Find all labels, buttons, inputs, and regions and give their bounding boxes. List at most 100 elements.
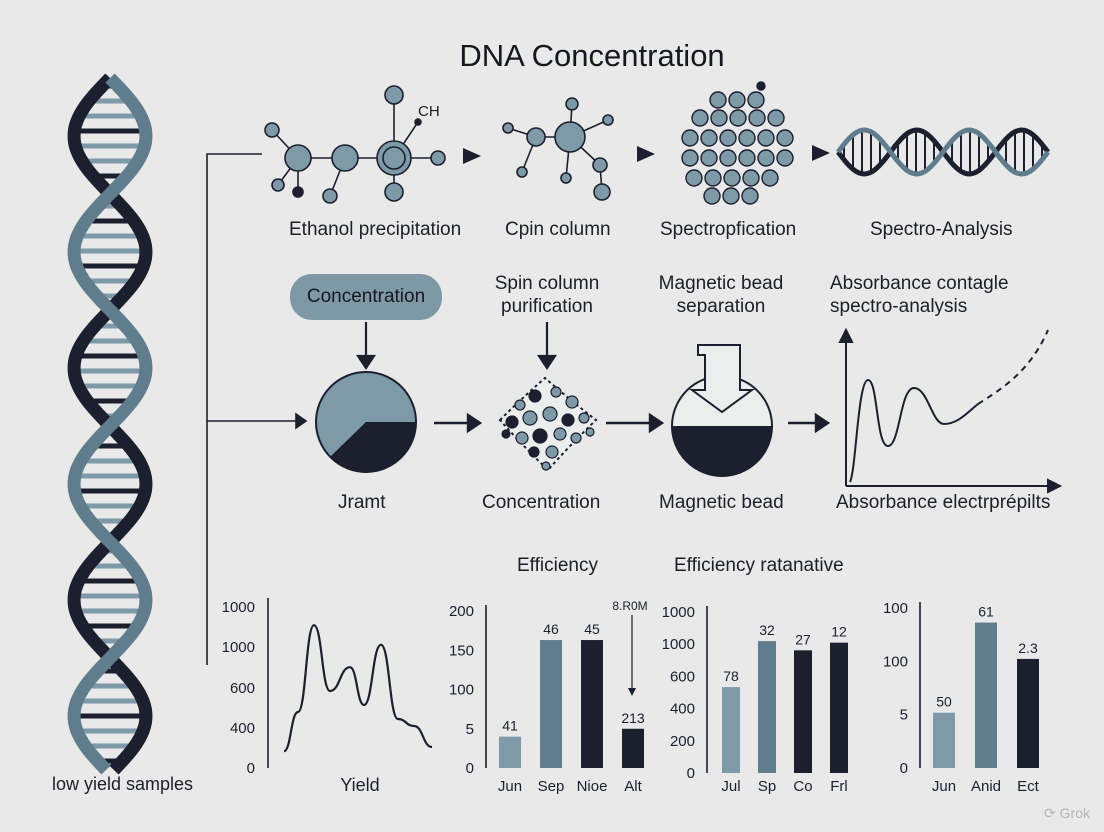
bead (757, 129, 775, 147)
absorbance-header: Absorbance contagle spectro-analysis (830, 273, 1009, 317)
molecule-column-icon (502, 97, 614, 201)
x-tick-label: Jun (932, 778, 956, 795)
bead (700, 149, 718, 167)
column-bead (532, 428, 548, 444)
y-tick-label: 0 (900, 760, 908, 777)
x-tick-label: Co (793, 778, 812, 795)
bar (622, 728, 644, 768)
bead (710, 109, 728, 127)
efficiency-ratanative-label: Efficiency ratanative (674, 555, 844, 576)
x-tick-label: Nioe (577, 778, 608, 795)
y-tick-label: 0 (247, 760, 255, 777)
bead (722, 187, 740, 205)
y-tick-label: 5 (900, 707, 908, 724)
bead (767, 109, 785, 127)
step-label-ethanol: Ethanol precipitation (289, 219, 462, 240)
column-bead (585, 427, 595, 437)
x-axis-label: Yield (340, 775, 379, 795)
magnetic-bead-icon (671, 344, 773, 477)
y-tick-label: 600 (670, 668, 695, 685)
bead (681, 149, 699, 167)
bar (1017, 658, 1039, 768)
bead (761, 169, 779, 187)
bead (776, 129, 794, 147)
arrow-icon (637, 146, 655, 162)
bead (723, 169, 741, 187)
middle-label-concentration: Concentration (482, 492, 601, 513)
bead (691, 109, 709, 127)
connector-lines (206, 153, 308, 665)
data-label: 45 (584, 621, 600, 637)
bead (700, 129, 718, 147)
down-arrows (355, 322, 558, 370)
pie-icon (315, 371, 417, 473)
column-bead (528, 389, 542, 403)
chem-label: CH (418, 103, 440, 120)
y-tick-label: 600 (230, 680, 255, 697)
bar (794, 650, 812, 773)
y-tick-label: 100 (449, 682, 474, 699)
y-tick-label: 200 (670, 733, 695, 750)
bead (756, 81, 766, 91)
step-label-column: Cpin column (505, 219, 611, 240)
annotation-arrow (628, 688, 636, 696)
bar (499, 736, 521, 768)
arrow-icon (812, 145, 830, 161)
column-bead (522, 410, 538, 426)
column-bead (553, 427, 567, 441)
column-bead (542, 406, 558, 422)
step-label-analysis: Spectro-Analysis (870, 219, 1013, 240)
bead (741, 187, 759, 205)
y-tick-label: 150 (449, 642, 474, 659)
data-label: 2.3 (1018, 640, 1038, 656)
arrow-icon (463, 148, 481, 164)
data-label: 41 (502, 718, 518, 734)
bar (830, 642, 848, 773)
y-tick-label: 1000 (662, 604, 695, 621)
data-label: 32 (759, 622, 775, 638)
molecule-ethanol-icon (264, 85, 446, 204)
x-tick-label: Jul (721, 778, 740, 795)
efficiency-label: Efficiency (517, 555, 598, 576)
dna-helix-icon (67, 73, 153, 775)
column-bead (514, 399, 526, 411)
bead-cluster-icon (681, 81, 794, 205)
bead (757, 149, 775, 167)
y-tick-label: 100 (883, 600, 908, 617)
column-bead (550, 386, 562, 398)
concentration-pill: Concentration (290, 274, 442, 320)
x-tick-label: Alt (624, 778, 642, 795)
bead (729, 109, 747, 127)
bar (722, 687, 740, 773)
bead (685, 169, 703, 187)
chart-annotation: 8.R0M (612, 599, 647, 613)
bead (719, 129, 737, 147)
y-tick-label: 0 (687, 765, 695, 782)
spin-column-icon (498, 376, 598, 472)
data-label: 78 (723, 668, 739, 684)
x-tick-label: Ect (1017, 778, 1040, 795)
data-label: 46 (543, 621, 559, 637)
watermark: ⟳ Grok (1044, 805, 1090, 821)
step-label-spectro: Spectropfication (660, 219, 797, 240)
bar (581, 640, 603, 768)
y-tick-label: 200 (449, 603, 474, 620)
middle-label-absorbance: Absorbance electrprépilts (836, 492, 1051, 513)
bar (975, 622, 997, 768)
column-bead (505, 415, 519, 429)
column-bead (565, 395, 579, 409)
bar (758, 641, 776, 773)
bead (728, 91, 746, 109)
column-bead (515, 431, 529, 445)
magnetic-header: Magnetic bead separation (658, 273, 784, 317)
column-bead (545, 445, 559, 459)
bead (776, 149, 794, 167)
column-bead (578, 412, 590, 424)
bead (704, 169, 722, 187)
bead (742, 169, 760, 187)
data-label: 12 (831, 624, 847, 640)
bead (738, 149, 756, 167)
column-bead (570, 432, 582, 444)
middle-label-magnetic: Magnetic bead (659, 492, 784, 513)
y-tick-label: 1000 (222, 599, 255, 616)
